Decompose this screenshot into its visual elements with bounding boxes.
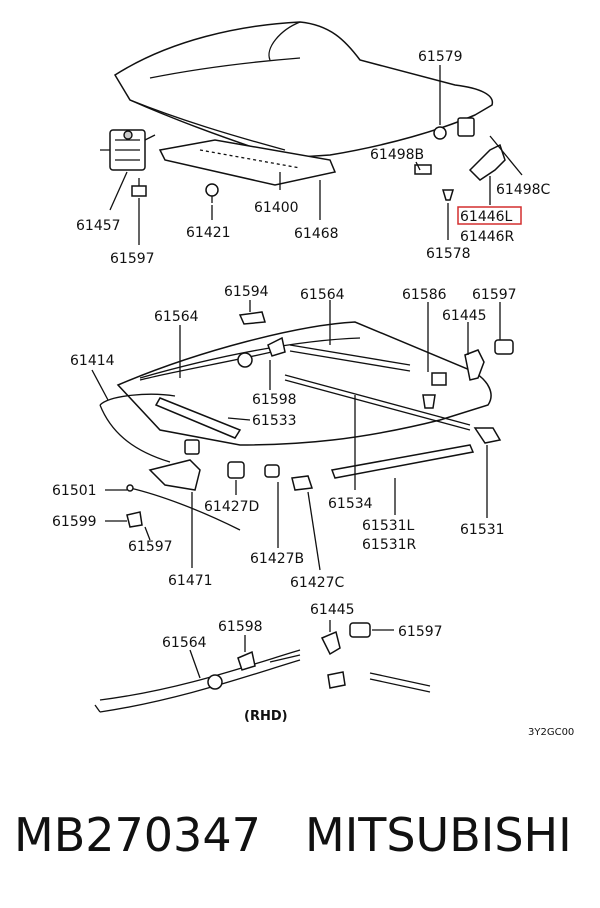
label-61531: 61531 xyxy=(460,522,505,538)
label-61446L: 61446L xyxy=(460,209,513,225)
weatherstrip-61533 xyxy=(154,397,242,439)
label-61578: 61578 xyxy=(426,246,471,262)
bumper-61427C xyxy=(291,475,314,491)
bolt-61597-top xyxy=(131,178,147,197)
bumper-61427B xyxy=(264,464,280,478)
seal-61531 xyxy=(330,427,502,479)
highlight-box-61446L xyxy=(457,206,522,225)
label-61597-b: 61597 xyxy=(472,287,517,303)
cable-clip-61594 xyxy=(238,311,266,325)
bumper-61427D xyxy=(227,461,245,479)
rhd-detail xyxy=(94,622,431,713)
label-61400: 61400 xyxy=(254,200,299,216)
release-lever-61471 xyxy=(148,439,201,491)
hood-release-cable xyxy=(99,336,286,463)
label-rhd: (RHD) xyxy=(244,709,288,724)
label-61579: 61579 xyxy=(418,49,463,65)
label-61533: 61533 xyxy=(252,413,297,429)
brand-name: MITSUBISHI xyxy=(305,808,572,862)
label-61599: 61599 xyxy=(52,514,97,530)
label-61534: 61534 xyxy=(328,496,373,512)
hood-hinge-right xyxy=(414,117,506,201)
leader-lines xyxy=(91,65,523,679)
label-61445-a: 61445 xyxy=(442,308,487,324)
hood-lock-61445 xyxy=(464,339,514,381)
diagram-code: 3Y2GC00 xyxy=(528,727,574,738)
label-61594: 61594 xyxy=(224,284,269,300)
label-61501: 61501 xyxy=(52,483,97,499)
label-61564-a: 61564 xyxy=(300,287,345,303)
label-61531R: 61531R xyxy=(362,537,417,553)
label-61414: 61414 xyxy=(70,353,115,369)
label-61564-b: 61564 xyxy=(154,309,199,325)
part-number: MB270347 xyxy=(14,808,261,862)
label-61597-d: 61597 xyxy=(398,624,443,640)
rubber-strip-61564 xyxy=(289,344,411,372)
label-61598-a: 61598 xyxy=(252,392,297,408)
label-61427C: 61427C xyxy=(290,575,345,591)
weatherstrip-61534 xyxy=(284,374,471,431)
label-61498C: 61498C xyxy=(496,182,551,198)
label-61597-a: 61597 xyxy=(110,251,155,267)
label-61498B: 61498B xyxy=(370,147,424,163)
label-61598-b: 61598 xyxy=(218,619,263,635)
hood-latch-assembly xyxy=(100,129,156,171)
label-61427D: 61427D xyxy=(204,499,259,515)
clip-61501 xyxy=(126,484,241,531)
footer: MB270347 MITSUBISHI xyxy=(0,800,600,880)
label-61421: 61421 xyxy=(186,225,231,241)
label-61564-c: 61564 xyxy=(162,635,207,651)
label-61445-b: 61445 xyxy=(310,602,355,618)
parts-diagram: 61579 61498B 61498C 61446L 61446R 61578 … xyxy=(52,21,574,738)
hood-inner-panel xyxy=(116,321,492,446)
clip-61421 xyxy=(205,183,219,203)
labels: 61579 61498B 61498C 61446L 61446R 61578 … xyxy=(52,49,574,738)
label-61531L: 61531L xyxy=(362,518,415,534)
hood-insulator xyxy=(158,139,337,186)
label-61586: 61586 xyxy=(402,287,447,303)
label-61597-c: 61597 xyxy=(128,539,173,555)
label-61471: 61471 xyxy=(168,573,213,589)
label-61457: 61457 xyxy=(76,218,121,234)
bracket-61599 xyxy=(126,511,143,528)
label-61468: 61468 xyxy=(294,226,339,242)
label-61427B: 61427B xyxy=(250,551,304,567)
hood-lock-61586 xyxy=(422,372,447,409)
label-61446R: 61446R xyxy=(460,229,515,245)
